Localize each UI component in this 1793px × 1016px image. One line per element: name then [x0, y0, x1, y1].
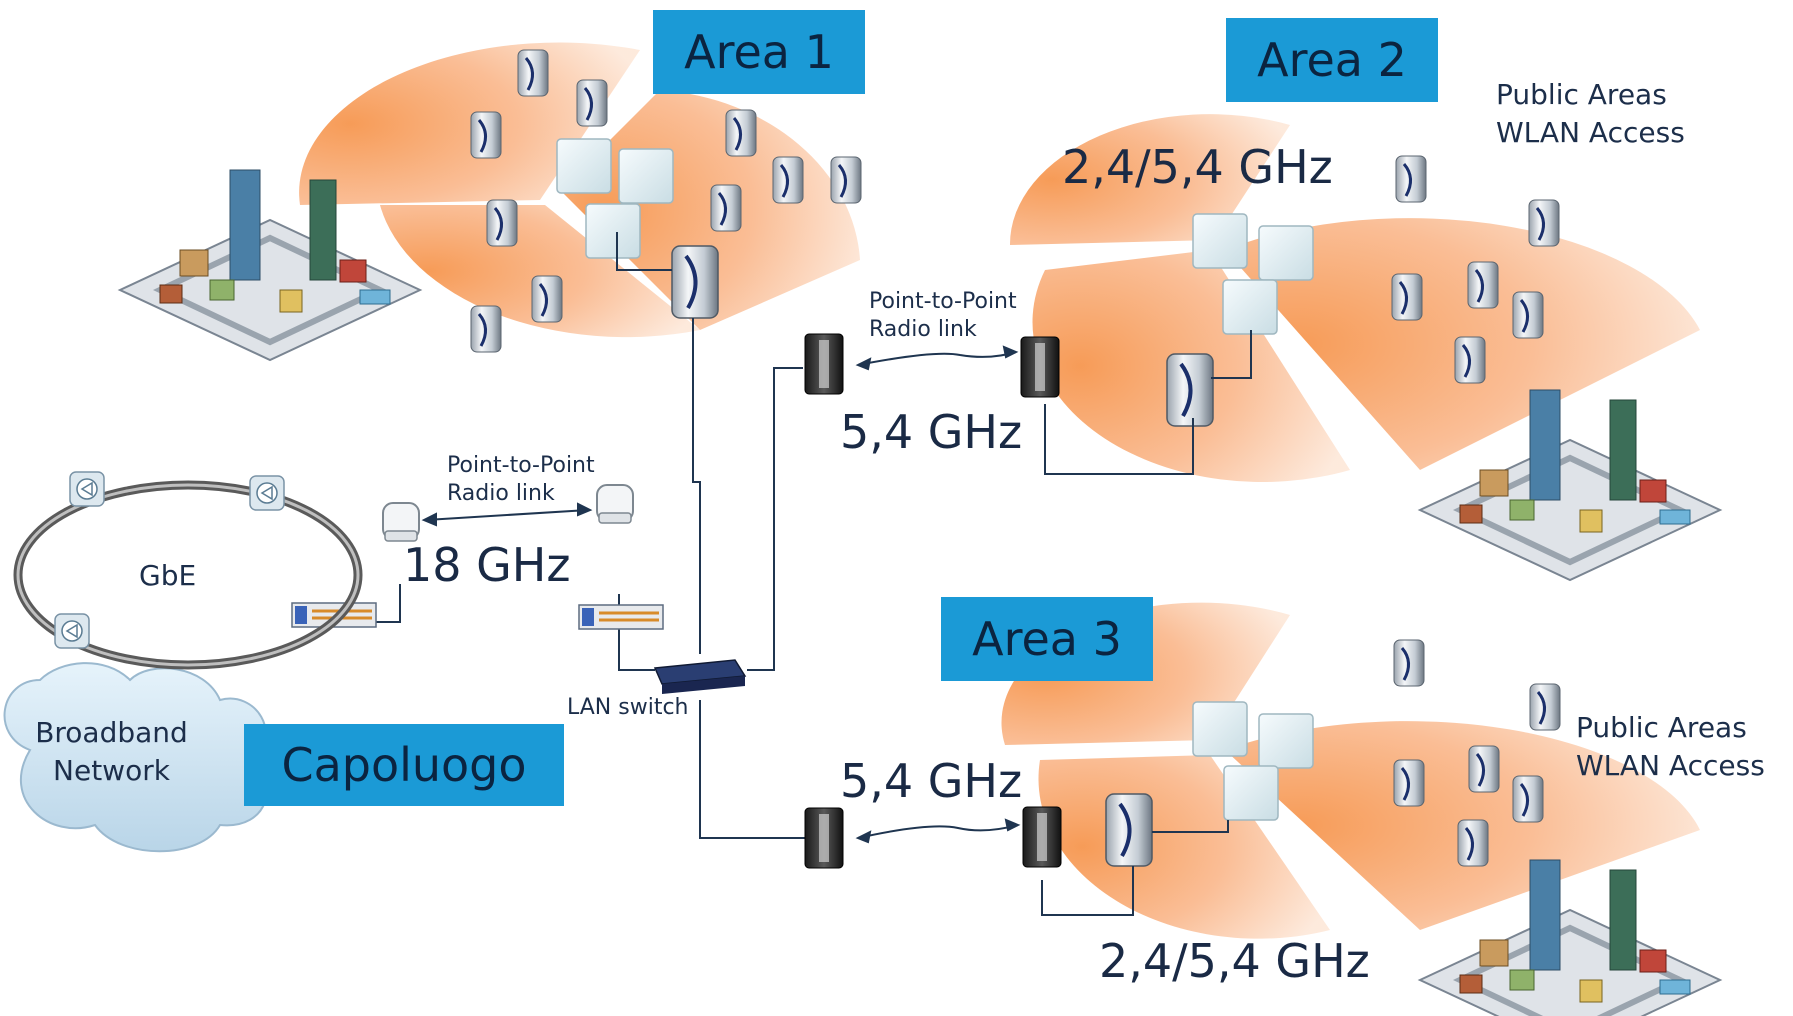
area2-label: Area 2	[1226, 18, 1438, 102]
ptp-capoluogo-line2: Radio link	[447, 481, 555, 506]
wiring	[356, 232, 1252, 916]
ring-node-3	[54, 613, 90, 649]
radio-capoluogo-area3	[804, 807, 844, 869]
ptp-capoluogo-label: Point-to-Point Radio link	[447, 452, 595, 508]
router-relay	[577, 603, 665, 631]
cloud-line2: Network	[53, 754, 170, 787]
freq-area2-wlan: 2,4/5,4 GHz	[1062, 140, 1333, 194]
cloud-label: Broadband Network	[24, 714, 199, 790]
area1-label: Area 1	[653, 10, 865, 94]
freq-link-capoluogo: 18 GHz	[403, 538, 571, 592]
ptp-area2-line1: Point-to-Point	[869, 289, 1017, 314]
lan-switch-label: LAN switch	[567, 695, 689, 720]
public-area2-line2: WLAN Access	[1496, 116, 1685, 149]
lan-switch-device	[653, 659, 747, 694]
ring-node-1	[69, 471, 105, 507]
dish-capoluogo	[382, 502, 420, 542]
ring-node-2	[249, 475, 285, 511]
public-area2-line1: Public Areas	[1496, 78, 1667, 111]
area1-base-station	[670, 244, 720, 320]
radio-capoluogo-area2	[804, 333, 844, 395]
public-area3-label: Public Areas WLAN Access	[1576, 709, 1765, 785]
public-area2-label: Public Areas WLAN Access	[1496, 76, 1685, 152]
area3-label: Area 3	[941, 597, 1153, 681]
freq-area3-wlan: 2,4/5,4 GHz	[1099, 934, 1370, 988]
ptp-capoluogo-line1: Point-to-Point	[447, 453, 595, 478]
radio-link-arrows	[421, 345, 1021, 844]
public-area3-line1: Public Areas	[1576, 711, 1747, 744]
radio-area2	[1020, 336, 1060, 398]
area2-base-station	[1165, 352, 1215, 428]
area3-base-station	[1104, 792, 1154, 868]
public-area3-line2: WLAN Access	[1576, 749, 1765, 782]
freq-link-area2: 5,4 GHz	[840, 405, 1023, 459]
ptp-area2-line2: Radio link	[869, 317, 977, 342]
dish-relay	[596, 484, 634, 524]
radio-area3	[1022, 806, 1062, 868]
gbe-label: GbE	[139, 559, 197, 592]
freq-link-area3: 5,4 GHz	[840, 754, 1023, 808]
capoluogo-label: Capoluogo	[244, 724, 564, 806]
cloud-line1: Broadband	[35, 716, 188, 749]
ptp-area2-label: Point-to-Point Radio link	[869, 288, 1017, 344]
broadband-cloud	[3, 662, 268, 853]
